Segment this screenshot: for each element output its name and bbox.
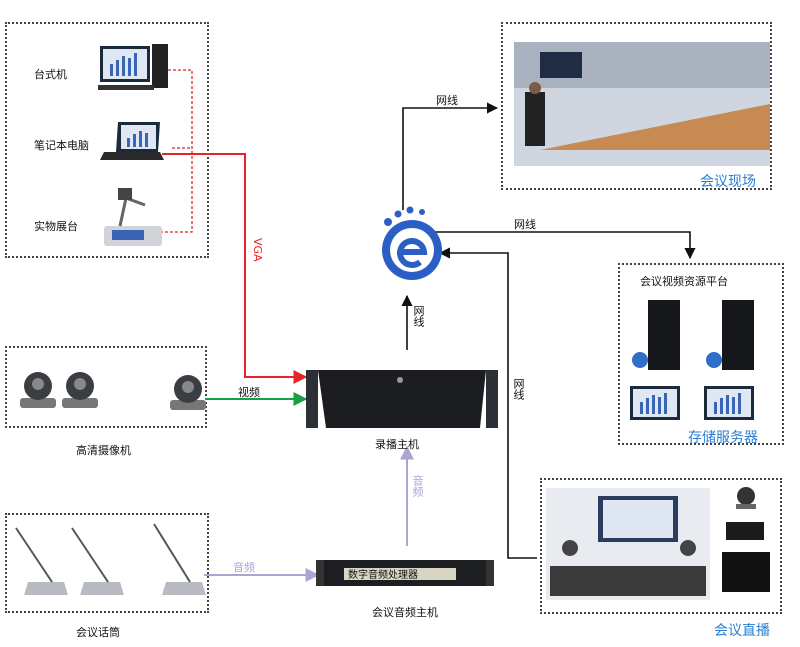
recording-host-icon bbox=[306, 370, 498, 428]
network-hub-logo-icon bbox=[382, 206, 442, 280]
live-broadcast-photo bbox=[546, 488, 710, 600]
network-label-platform: 网线 bbox=[514, 218, 536, 231]
live-broadcast-devices-icon bbox=[722, 487, 770, 592]
document-camera-label: 实物展台 bbox=[34, 220, 78, 233]
vga-line bbox=[162, 153, 308, 384]
microphone-label: 会议话筒 bbox=[76, 626, 120, 639]
hd-camera-icon bbox=[20, 372, 206, 410]
desktop-label: 台式机 bbox=[34, 68, 67, 81]
audio-connection-label-mic: 音频 bbox=[233, 561, 255, 574]
source-devices-group bbox=[5, 22, 209, 258]
meeting-site-caption: 会议现场 bbox=[700, 174, 756, 190]
network-lines bbox=[401, 102, 696, 559]
microphone-group bbox=[5, 513, 209, 613]
audio-host-icon bbox=[316, 560, 494, 586]
hd-camera-group bbox=[5, 346, 207, 428]
audio-processor-plate: 数字音频处理器 bbox=[348, 570, 418, 581]
resource-platform-group bbox=[618, 263, 784, 445]
audio-host-label: 会议音频主机 bbox=[372, 606, 438, 619]
meeting-site-photo bbox=[514, 42, 770, 166]
meeting-site-group bbox=[501, 22, 772, 190]
desktop-computer-icon bbox=[98, 44, 168, 90]
video-connection-label: 视频 bbox=[238, 386, 260, 399]
laptop-label: 笔记本电脑 bbox=[34, 139, 89, 152]
source-dashed-links bbox=[160, 69, 193, 233]
live-broadcast-caption: 会议直播 bbox=[714, 623, 770, 639]
storage-server-icon bbox=[630, 300, 754, 420]
live-broadcast-group bbox=[540, 478, 782, 614]
hd-camera-label: 高清摄像机 bbox=[76, 444, 131, 457]
audio-connection-label-host: 音频 bbox=[411, 475, 424, 497]
resource-platform-label: 会议视频资源平台 bbox=[640, 275, 728, 288]
vga-connection-label: VGA bbox=[251, 238, 264, 262]
network-label-up: 网线 bbox=[412, 305, 425, 327]
network-label-site: 网线 bbox=[436, 94, 458, 107]
document-camera-icon bbox=[104, 188, 162, 246]
network-label-live: 网线 bbox=[512, 378, 525, 400]
laptop-icon bbox=[100, 122, 164, 160]
storage-server-caption: 存储服务器 bbox=[688, 430, 758, 446]
recording-host-label: 录播主机 bbox=[375, 438, 419, 451]
microphone-icon bbox=[15, 523, 206, 595]
